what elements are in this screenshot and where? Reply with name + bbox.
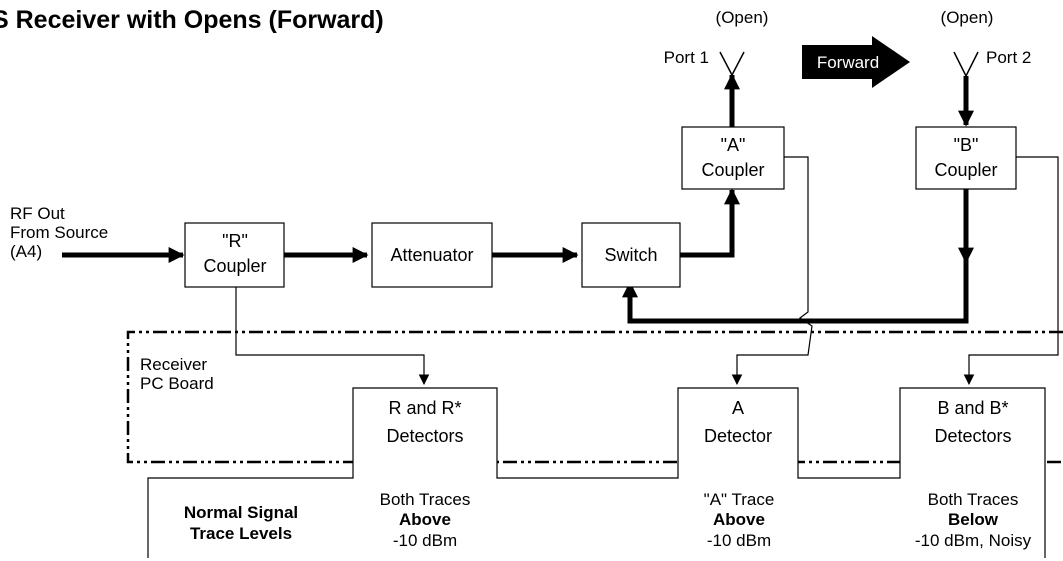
port2-state: (Open) xyxy=(941,8,994,27)
levels-heading-1: Normal Signal xyxy=(184,503,298,522)
b-level-line-3: -10 dBm, Noisy xyxy=(915,531,1032,550)
a-coupler-label-2: Coupler xyxy=(701,160,764,180)
b-coupler-box xyxy=(915,126,1017,190)
signal-path xyxy=(62,73,975,324)
coupled-lines xyxy=(235,156,1059,386)
receiver-board-boundary xyxy=(126,330,1063,464)
r-level-line-3: -10 dBm xyxy=(393,531,457,550)
r-coupler-label-1: "R" xyxy=(222,231,248,251)
b-detector-label-1: B and B* xyxy=(937,398,1008,418)
b-coupler-label-2: Coupler xyxy=(934,160,997,180)
forward-label: Forward xyxy=(817,53,879,72)
receiver-label-2: PC Board xyxy=(140,374,214,393)
a-coupler-to-detector-line xyxy=(731,156,813,386)
b-coupler-to-detector-line xyxy=(963,156,1059,386)
port1-label: Port 1 xyxy=(664,48,709,67)
a-detector-label-2: Detector xyxy=(704,426,772,446)
a-coupler-box xyxy=(681,126,785,190)
port1-antenna-icon xyxy=(719,51,745,77)
levels-heading-2: Trace Levels xyxy=(190,524,292,543)
switch-label: Switch xyxy=(604,245,657,265)
port1-state: (Open) xyxy=(716,8,769,27)
diagram-title: S Receiver with Opens (Forward) xyxy=(0,6,384,34)
a-level-line-1: "A" Trace xyxy=(704,490,775,509)
a-detector-label-1: A xyxy=(732,398,744,418)
attenuator-box xyxy=(371,222,493,288)
port2-antenna-icon xyxy=(953,51,979,78)
forward-arrow-icon xyxy=(802,36,910,88)
r-coupler-to-detector-line xyxy=(235,287,430,386)
port2-label: Port 2 xyxy=(986,48,1031,67)
r-coupler-label-2: Coupler xyxy=(203,256,266,276)
detector-panel-outline xyxy=(147,387,1046,558)
r-detector-label-1: R and R* xyxy=(388,398,461,418)
rf-input-label-3: (A4) xyxy=(10,242,42,261)
a-level-line-3: -10 dBm xyxy=(707,531,771,550)
switch-box xyxy=(581,222,681,288)
a-coupler-label-1: "A" xyxy=(721,135,746,155)
b-coupler-label-1: "B" xyxy=(954,135,979,155)
rf-input-label-1: RF Out xyxy=(10,204,65,223)
r-level-line-2: Above xyxy=(399,510,451,529)
b-level-line-1: Both Traces xyxy=(928,490,1019,509)
receiver-label-1: Receiver xyxy=(140,355,207,374)
r-coupler-box xyxy=(184,222,285,288)
b-detector-label-2: Detectors xyxy=(934,426,1011,446)
r-level-line-1: Both Traces xyxy=(380,490,471,509)
return-to-switch-arrow xyxy=(621,262,969,324)
rf-input-label-2: From Source xyxy=(10,223,108,242)
a-level-line-2: Above xyxy=(713,510,765,529)
attenuator-label: Attenuator xyxy=(390,245,473,265)
b-level-line-2: Below xyxy=(948,510,999,529)
switch-to-a-coupler-arrow xyxy=(680,188,741,258)
r-detector-label-2: Detectors xyxy=(386,426,463,446)
